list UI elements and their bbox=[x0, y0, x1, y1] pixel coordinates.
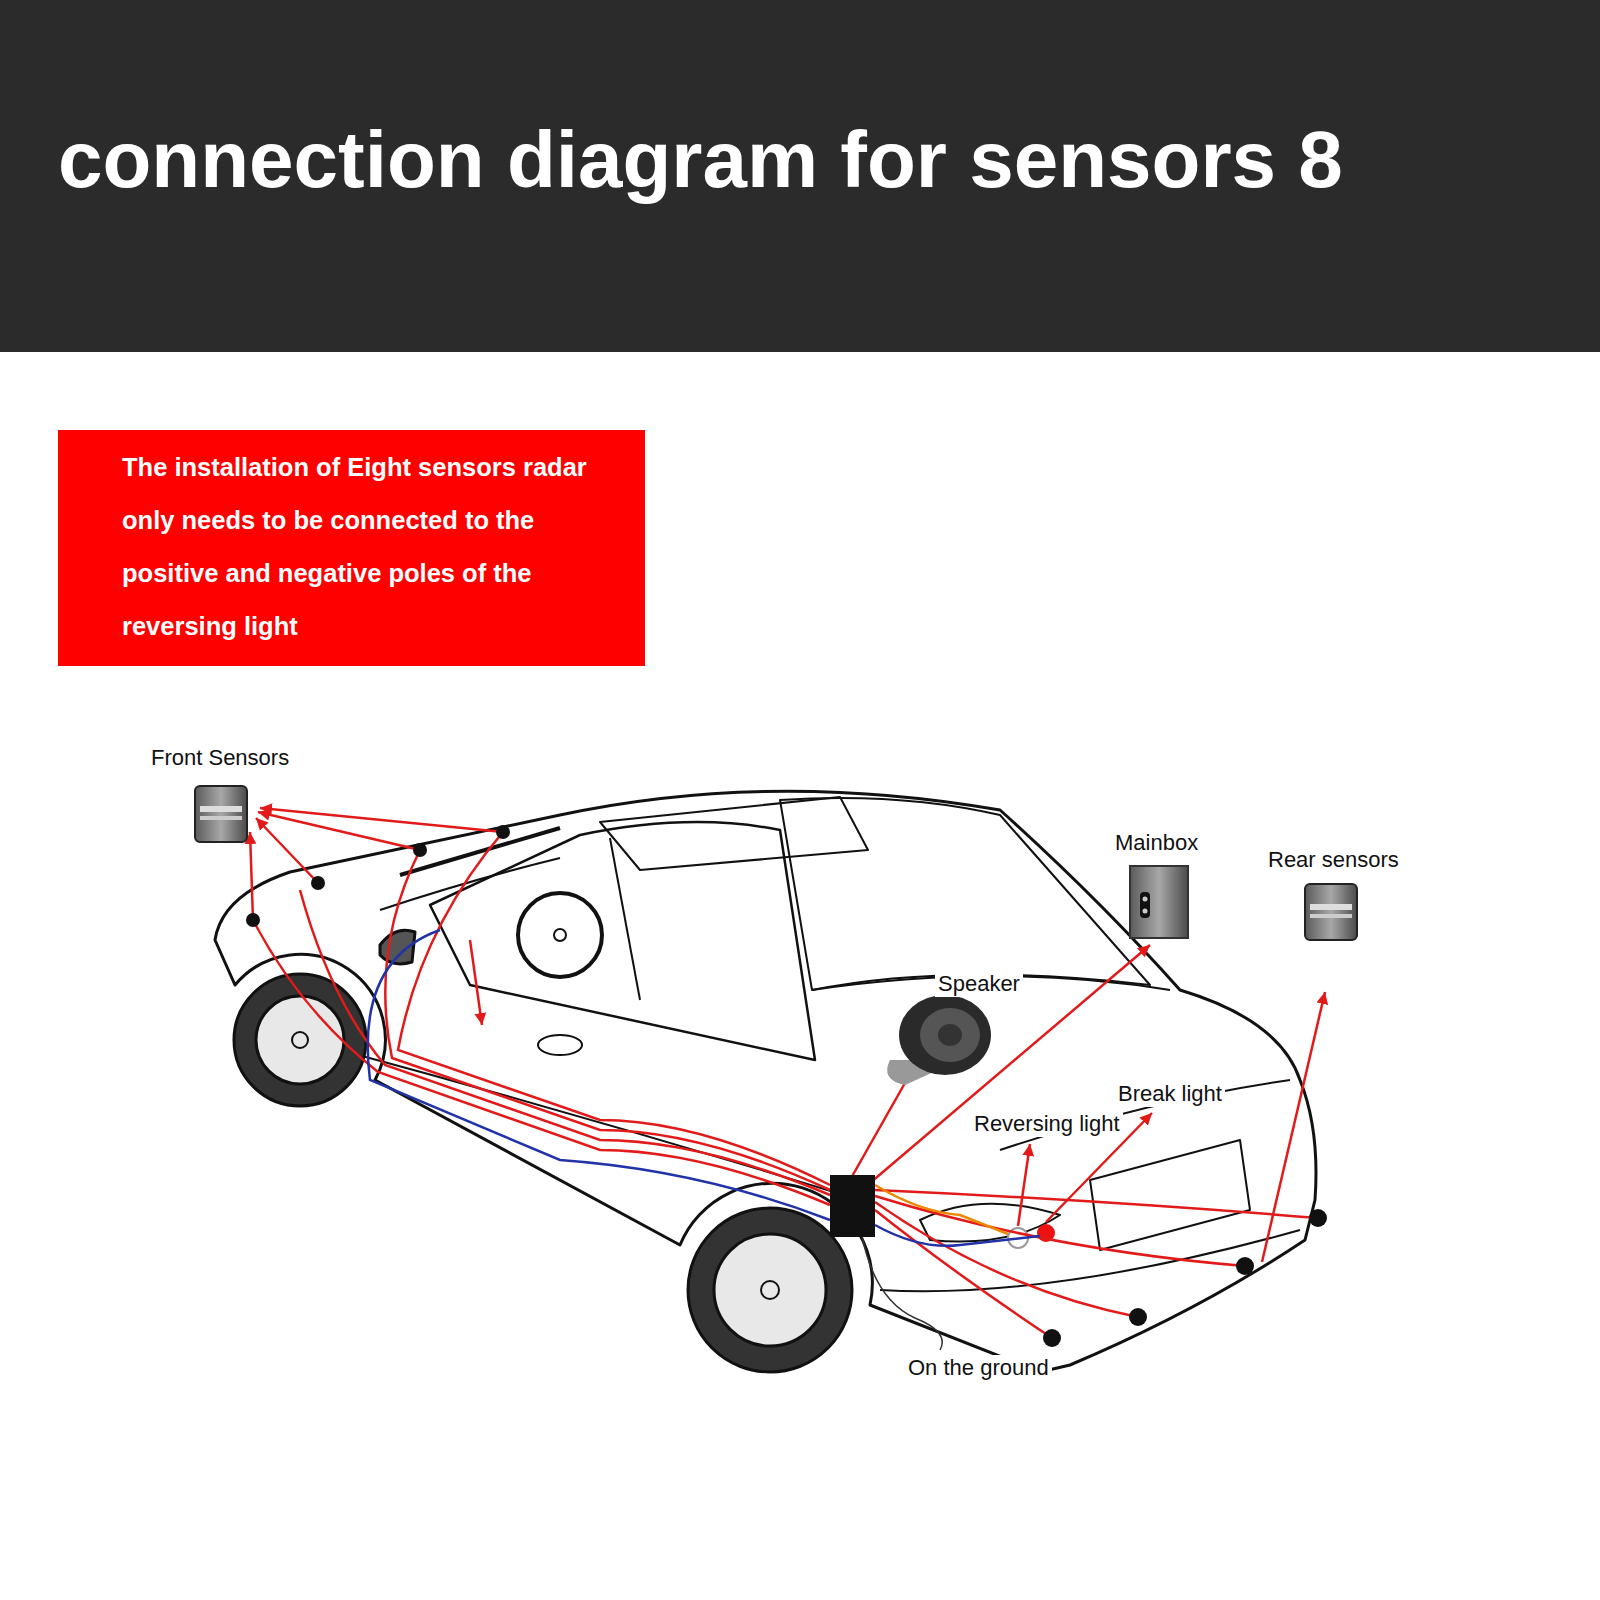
wiring bbox=[862, 1236, 942, 1350]
sensor-dots bbox=[246, 825, 1327, 1347]
part-label: Mainbox bbox=[1112, 830, 1201, 856]
car-body bbox=[400, 828, 560, 875]
wheels bbox=[714, 1234, 826, 1346]
car-body bbox=[518, 893, 602, 977]
sensor-icon bbox=[200, 816, 242, 820]
part-label: Speaker bbox=[935, 971, 1023, 997]
car-body bbox=[600, 797, 868, 870]
arrows bbox=[1018, 1144, 1030, 1226]
part-label: Break light bbox=[1115, 1081, 1225, 1107]
arrows bbox=[260, 808, 503, 832]
mainbox-icon bbox=[1143, 909, 1148, 914]
wheels bbox=[256, 996, 344, 1084]
wiring bbox=[875, 1185, 1008, 1234]
sensor-dots bbox=[413, 843, 427, 857]
speaker-symbol bbox=[899, 995, 991, 1075]
arrows bbox=[256, 818, 318, 883]
note-text: The installation of Eight sensors radar … bbox=[122, 441, 629, 653]
control-box bbox=[830, 1175, 875, 1237]
car-body bbox=[554, 929, 566, 941]
control-box bbox=[830, 1175, 875, 1237]
arrows bbox=[250, 808, 1325, 1262]
wiring bbox=[385, 850, 830, 1190]
part-label: Rear sensors bbox=[1265, 847, 1402, 873]
wiring bbox=[875, 1190, 1318, 1218]
note-box: The installation of Eight sensors radar … bbox=[58, 430, 645, 666]
car-body bbox=[610, 838, 640, 1000]
sensor-icon bbox=[200, 806, 242, 812]
sensor-icon bbox=[195, 786, 1357, 940]
wiring bbox=[253, 832, 1318, 1350]
arrows bbox=[470, 940, 482, 1025]
wiring bbox=[875, 1202, 1138, 1317]
mainbox-icon bbox=[1143, 897, 1148, 902]
sensor-dots bbox=[1043, 1329, 1061, 1347]
wiring bbox=[398, 832, 830, 1185]
wheels bbox=[688, 1208, 852, 1372]
speaker-symbol bbox=[938, 1024, 962, 1046]
sensor-icon bbox=[195, 786, 247, 842]
arrows bbox=[870, 945, 1150, 1183]
car-body bbox=[1090, 1140, 1250, 1250]
wiring bbox=[368, 930, 830, 1220]
car-body bbox=[780, 798, 1150, 990]
sensor-dots bbox=[1309, 1209, 1327, 1227]
sensor-dots bbox=[246, 913, 260, 927]
title-text: connection diagram for sensors 8 bbox=[58, 112, 1343, 208]
sensor-icon bbox=[1310, 914, 1352, 918]
arrows bbox=[258, 812, 420, 850]
part-label: Front Sensors bbox=[148, 745, 292, 771]
arrows bbox=[250, 832, 253, 920]
mainbox-icon bbox=[1140, 892, 1150, 918]
sensor-dots bbox=[496, 825, 510, 839]
car-body bbox=[215, 791, 1316, 1372]
sensor-icon bbox=[1305, 884, 1357, 940]
mainbox-icon bbox=[1130, 866, 1188, 938]
part-label: Reversing light bbox=[971, 1111, 1123, 1137]
sensor-dots bbox=[1236, 1257, 1254, 1275]
speaker-symbol bbox=[920, 1008, 980, 1062]
wheels bbox=[234, 974, 852, 1372]
part-label: On the ground bbox=[905, 1355, 1052, 1381]
wheels bbox=[761, 1281, 779, 1299]
wiring bbox=[875, 1210, 1052, 1338]
car-body bbox=[538, 1035, 582, 1055]
car-body bbox=[215, 791, 1316, 1372]
sensor-dots bbox=[1129, 1308, 1147, 1326]
wiring bbox=[253, 920, 830, 1205]
car-body bbox=[430, 822, 815, 1060]
sensor-dots bbox=[311, 876, 325, 890]
wiring bbox=[875, 1225, 1040, 1246]
wheels bbox=[292, 1032, 308, 1048]
mainbox-icon bbox=[1130, 866, 1188, 938]
sensor-icon bbox=[1310, 904, 1352, 910]
speaker-symbol bbox=[887, 995, 991, 1085]
